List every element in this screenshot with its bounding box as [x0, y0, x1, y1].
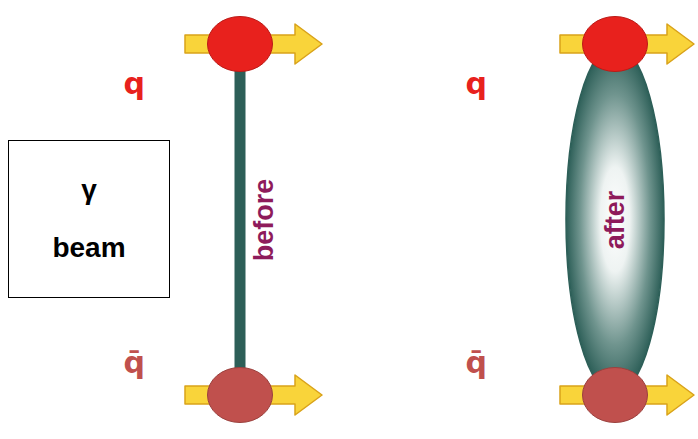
quark-blob: q̄: [582, 367, 648, 423]
quark-label: q: [124, 64, 145, 104]
quark-ellipse: [583, 17, 648, 72]
quark-ellipse: [582, 16, 648, 72]
quark-ellipse: [208, 368, 273, 423]
flux-ellipse: [566, 45, 664, 394]
state-label: before: [249, 178, 279, 261]
quark-ellipse: [208, 17, 273, 72]
quark-blob: q: [582, 16, 648, 72]
quark-ellipse: [582, 367, 648, 423]
quark-ellipse: [207, 367, 273, 423]
quark-label: q̄: [124, 343, 145, 383]
quark-blob: q: [207, 16, 273, 72]
quark-label: q: [466, 64, 487, 104]
quark-ellipse: [207, 16, 273, 72]
state-label: after: [600, 190, 630, 249]
quark-blob: q̄: [207, 367, 273, 423]
string-connector: [235, 70, 246, 369]
beam-label: γ beam: [52, 161, 125, 277]
quark-ellipse: [583, 368, 648, 423]
string-flux-tube: after: [565, 44, 665, 395]
beam-box: γ beam: [8, 140, 170, 298]
quark-label: q̄: [466, 343, 487, 383]
